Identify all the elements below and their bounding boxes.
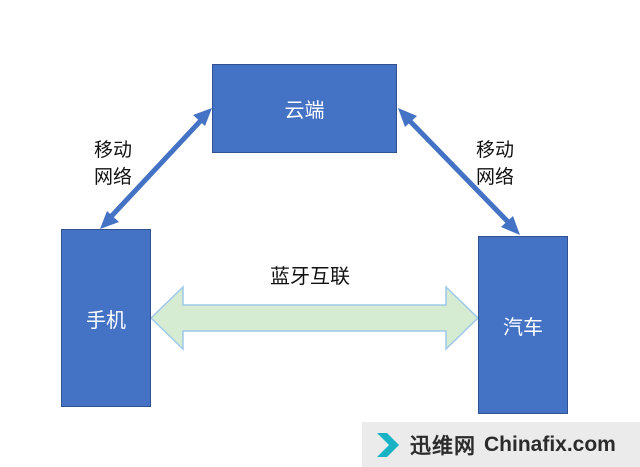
mobile-network-label-right: 移动 网络: [470, 137, 520, 191]
arrow-phone-cloud: [100, 108, 212, 229]
mobile-network-left-line1: 移动: [93, 139, 132, 161]
mobile-network-right-line1: 移动: [475, 139, 514, 161]
mobile-network-right-line2: 网络: [475, 166, 514, 188]
cloud-node-label: 云端: [284, 98, 325, 122]
watermark-en: Chinafix.com: [484, 432, 616, 456]
mobile-network-label-left: 移动 网络: [88, 137, 138, 191]
bluetooth-label: 蓝牙互联: [270, 264, 350, 288]
mobile-network-left-line2: 网络: [93, 166, 132, 188]
phone-node-label: 手机: [86, 307, 126, 332]
car-node: 汽车: [478, 236, 568, 414]
chevron-logo-icon: [368, 430, 408, 460]
arrow-bluetooth: [149, 285, 480, 351]
watermark-cn: 迅维网: [410, 433, 476, 458]
phone-node: 手机: [61, 229, 151, 407]
arrow-cloud-car: [398, 108, 520, 235]
watermark: 迅维网 Chinafix.com: [362, 422, 640, 467]
car-node-label: 汽车: [503, 314, 543, 339]
cloud-node: 云端: [212, 64, 397, 153]
